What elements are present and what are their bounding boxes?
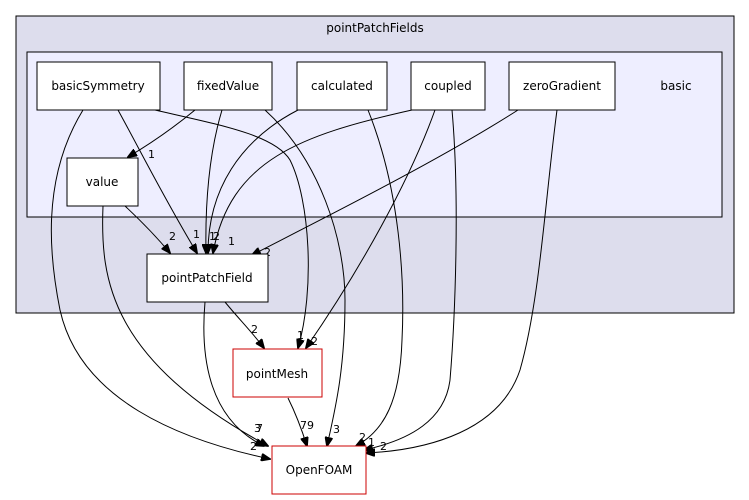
node-zerogradient-box	[508, 61, 616, 111]
edge-coupled-openfoam	[364, 109, 457, 450]
edge-basicsymmetry-ppf	[117, 109, 197, 253]
node-value-box	[66, 157, 139, 207]
edge-label-calculated-openfoam: 2	[359, 431, 366, 444]
node-openfoam-label: OpenFOAM	[286, 463, 353, 477]
edge-ppf-pointmesh	[224, 301, 264, 348]
edge-label-coupled-pointmesh: 2	[311, 335, 318, 348]
node-pointpatchfield[interactable]: pointPatchField	[146, 253, 269, 303]
node-basicsymmetry-box	[36, 61, 161, 111]
edge-calculated-ppf	[208, 109, 299, 253]
node-zerogradient[interactable]: zeroGradient	[508, 61, 616, 111]
edge-label-fixedvalue-openfoam: 3	[333, 423, 340, 436]
edge-basicsymmetry-pointmesh	[154, 109, 309, 348]
edge-value-ppf	[124, 205, 170, 253]
node-calculated-label: calculated	[311, 79, 373, 93]
edge-fixedvalue-openfoam	[264, 109, 346, 446]
node-fixedvalue-box	[183, 61, 273, 111]
node-zerogradient-label: zeroGradient	[523, 79, 601, 93]
node-calculated[interactable]: calculated	[296, 61, 388, 111]
cluster-basic-label: basic	[660, 79, 691, 93]
edge-basicsymmetry-openfoam	[50, 109, 270, 459]
node-openfoam-box	[271, 445, 367, 495]
edge-label-value-ppf: 2	[169, 230, 176, 243]
node-value-label: value	[86, 175, 119, 189]
edge-label-basicsymmetry-openfoam: 2	[250, 440, 257, 453]
node-pointmesh-box	[232, 348, 323, 398]
node-openfoam[interactable]: OpenFOAM	[271, 445, 367, 495]
edge-ppf-openfoam	[203, 301, 264, 446]
edge-label-pointmesh-openfoam: 79	[300, 419, 314, 432]
node-pointmesh[interactable]: pointMesh	[232, 348, 323, 398]
edge-pointmesh-openfoam	[287, 397, 307, 446]
edge-label-fixedvalue-value: 1	[148, 148, 155, 161]
edge-zerogradient-openfoam	[366, 109, 558, 453]
node-calculated-box	[296, 61, 388, 111]
edge-label-value-openfoam: 7	[256, 422, 263, 435]
node-coupled-label: coupled	[424, 79, 472, 93]
edge-label-basicsymmetry-pointmesh: 1	[297, 329, 304, 342]
edge-coupled-pointmesh	[306, 109, 436, 348]
node-coupled-box	[410, 61, 486, 111]
node-pointpatchfield-label: pointPatchField	[161, 271, 252, 285]
edge-label-zerogradient-ppf: 2	[264, 246, 271, 259]
node-basicsymmetry-label: basicSymmetry	[51, 79, 144, 93]
node-fixedvalue[interactable]: fixedValue	[183, 61, 273, 111]
edge-fixedvalue-value	[128, 109, 196, 157]
edge-label-ppf-openfoam: 3	[254, 422, 261, 435]
edge-label-coupled-ppf: 1	[228, 235, 235, 248]
edge-zerogradient-ppf	[252, 109, 519, 255]
edge-label-fixedvalue-ppf: 1	[209, 230, 216, 243]
edge-label-zerogradient-openfoam: 2	[380, 440, 387, 453]
node-basicsymmetry[interactable]: basicSymmetry	[36, 61, 161, 111]
edge-calculated-openfoam	[356, 109, 404, 446]
edge-label-basicsymmetry-ppf: 1	[193, 228, 200, 241]
node-pointpatchfield-box	[146, 253, 269, 303]
node-pointmesh-label: pointMesh	[246, 367, 308, 381]
edge-value-openfoam	[102, 205, 268, 446]
node-coupled[interactable]: coupled	[410, 61, 486, 111]
edges: 1 1 1 2 1 2 2 2 1 2 79 7	[50, 109, 558, 459]
edge-label-ppf-pointmesh: 2	[251, 323, 258, 336]
node-fixedvalue-label: fixedValue	[197, 79, 259, 93]
edge-fixedvalue-ppf	[206, 109, 223, 253]
cluster-pointpatchfields-label: pointPatchFields	[326, 21, 424, 35]
edge-label-coupled-openfoam: 1	[368, 436, 375, 449]
node-value[interactable]: value	[66, 157, 139, 207]
